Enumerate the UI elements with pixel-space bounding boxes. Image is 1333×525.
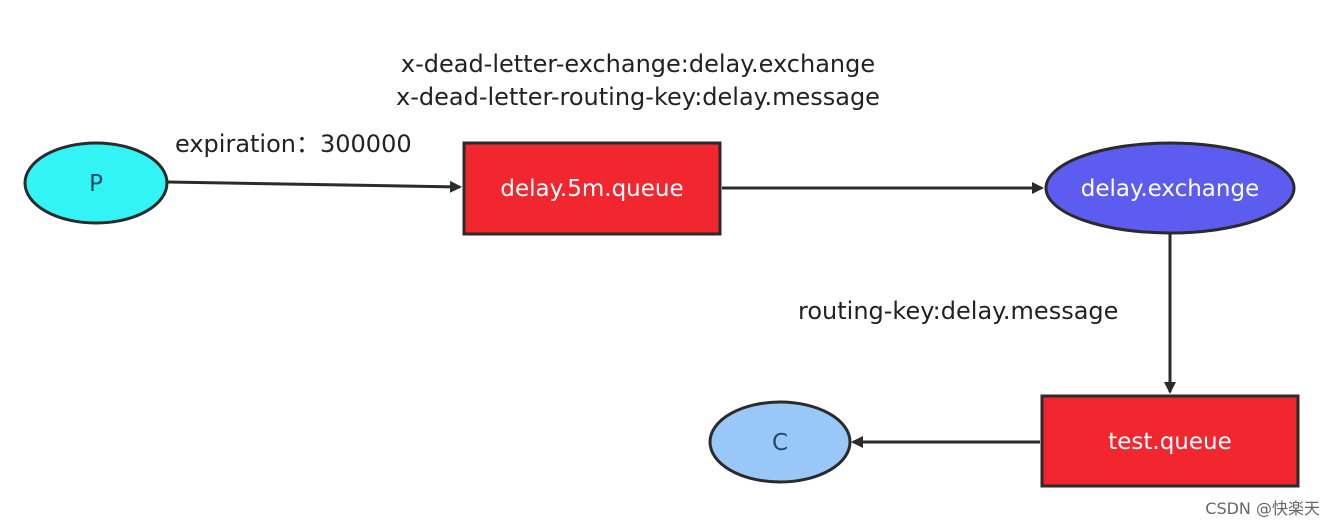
- delay-queue-node: delay.5m.queue: [462, 141, 722, 236]
- consumer-shape: [708, 400, 852, 484]
- producer-node: P: [23, 141, 169, 225]
- dead-letter-exchange-label: x-dead-letter-exchange:delay.exchange: [401, 50, 875, 78]
- delay-exchange-label: delay.exchange: [1081, 176, 1259, 202]
- expiration-label: expiration：300000: [175, 130, 412, 158]
- dead-letter-routing-key-label: x-dead-letter-routing-key:delay.message: [396, 83, 880, 111]
- delay-exchange-shape: [1044, 141, 1296, 235]
- consumer-label: C: [772, 430, 788, 456]
- producer-label: P: [89, 171, 103, 197]
- test-queue-label: test.queue: [1108, 429, 1232, 455]
- edge-producer-to-delay-queue: [167, 180, 462, 193]
- watermark: CSDN @快楽天: [1205, 499, 1320, 518]
- delay-queue-label: delay.5m.queue: [500, 176, 683, 202]
- test-queue-shape: [1040, 394, 1300, 488]
- consumer-node: C: [708, 400, 852, 484]
- producer-shape: [23, 141, 169, 225]
- delay-exchange-node: delay.exchange: [1044, 141, 1296, 235]
- test-queue-node: test.queue: [1040, 394, 1300, 488]
- delay-queue-shape: [462, 141, 722, 236]
- routing-key-label: routing-key:delay.message: [798, 297, 1118, 325]
